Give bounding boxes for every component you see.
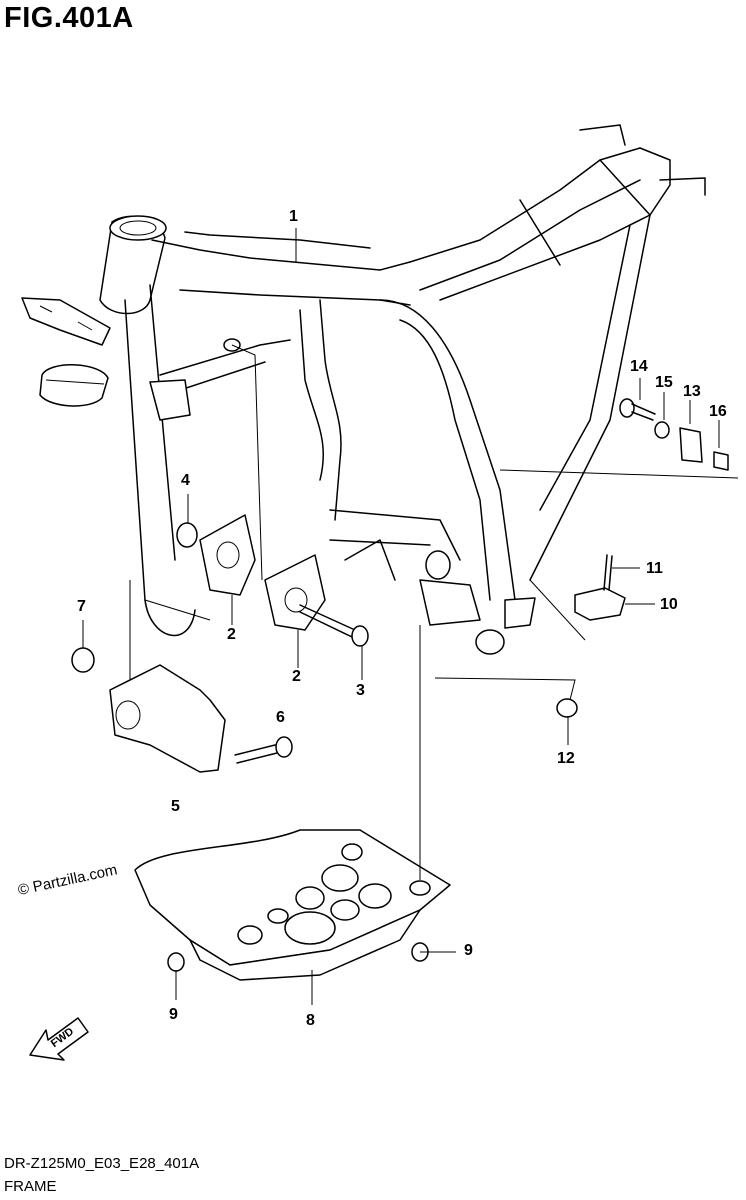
bolt-6 [234, 736, 293, 764]
cushion-10 [574, 587, 626, 621]
washer-15 [654, 421, 670, 439]
callout-8: 8 [306, 1012, 315, 1029]
cushion-13 [679, 427, 703, 463]
bolt-14 [619, 398, 656, 421]
engine-bracket-left [199, 514, 256, 596]
callout-9b: 9 [464, 942, 473, 959]
callout-6: 6 [276, 709, 285, 726]
callout-15: 15 [655, 374, 673, 391]
nut-12 [556, 698, 578, 718]
bolt-3 [299, 604, 369, 647]
callout-4: 4 [181, 472, 190, 489]
bolt-9-left [167, 952, 185, 972]
collar-16 [713, 451, 729, 471]
callout-11: 11 [646, 560, 663, 577]
figure-title: FIG.401A [4, 2, 134, 34]
figure-code: DR-Z125M0_E03_E28_401A [4, 1155, 200, 1172]
callout-10: 10 [660, 596, 678, 613]
screw-11 [603, 554, 613, 591]
leader-lines [82, 228, 739, 1005]
callout-16: 16 [709, 403, 727, 420]
nut-4 [176, 522, 198, 548]
nut-7 [71, 647, 95, 673]
callout-1: 1 [289, 208, 298, 225]
callout-2a: 2 [227, 626, 236, 643]
fwd-arrow: FWD [29, 1017, 89, 1061]
callout-12: 12 [557, 750, 575, 767]
engine-bracket-right [264, 554, 326, 631]
callout-9a: 9 [169, 1006, 178, 1023]
frame-part [21, 124, 706, 655]
callout-14: 14 [630, 358, 648, 375]
callout-5: 5 [171, 798, 180, 815]
callout-2b: 2 [292, 668, 301, 685]
figure-name: FRAME [4, 1178, 57, 1195]
skid-plate [134, 829, 451, 981]
callout-3: 3 [356, 682, 365, 699]
callout-13: 13 [683, 383, 701, 400]
lower-bracket [109, 664, 226, 773]
callout-7: 7 [77, 598, 86, 615]
